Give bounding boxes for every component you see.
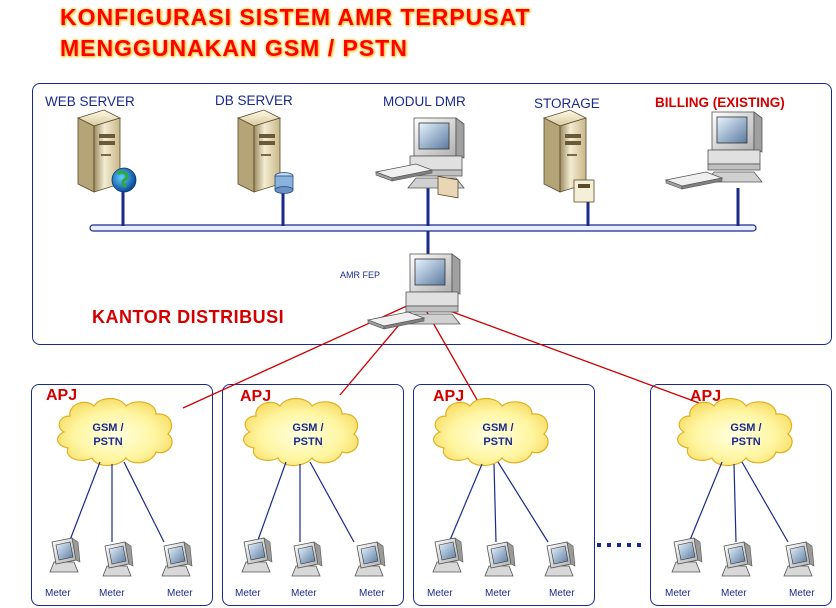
meter-label: Meter	[427, 588, 453, 599]
meter-label: Meter	[235, 588, 261, 599]
apj-1-network	[56, 397, 173, 543]
lan-backbone	[89, 224, 757, 232]
web-server-label: WEB SERVER	[45, 94, 135, 109]
billing-label: BILLING (EXISTING)	[655, 95, 785, 110]
storage-server-icon	[543, 109, 595, 203]
meter-label: Meter	[549, 588, 575, 599]
modul-dmr-workstation-icon	[375, 117, 465, 199]
meter-label: Meter	[789, 588, 815, 599]
office-label: KANTOR DISTRIBUSI	[92, 307, 285, 327]
web-server-icon	[77, 109, 137, 193]
apj-title: APJ	[240, 388, 272, 405]
diagram-title-line-1: KONFIGURASI SISTEM AMR TERPUSAT	[60, 4, 531, 30]
meter-label: Meter	[665, 588, 691, 599]
meter-icon	[241, 537, 273, 573]
apj-2-network	[242, 397, 359, 543]
meter-icon	[49, 537, 81, 573]
amr-fep-workstation-icon	[367, 253, 461, 330]
cloud-label: PSTN	[731, 436, 760, 448]
meter-label: Meter	[291, 588, 317, 599]
meter-icon	[432, 537, 464, 573]
server-drops	[121, 188, 740, 256]
storage-label: STORAGE	[534, 96, 600, 111]
apj-title: APJ	[433, 388, 465, 405]
billing-workstation-icon	[665, 111, 763, 190]
meter-label: Meter	[45, 588, 71, 599]
meter-icon	[291, 541, 323, 577]
modul-dmr-label: MODUL DMR	[383, 94, 466, 109]
apj-title: APJ	[46, 387, 78, 404]
apj-3-network	[432, 397, 549, 543]
cloud-label: GSM /	[92, 422, 123, 434]
apj-4-network	[676, 397, 793, 543]
cloud-label: PSTN	[93, 436, 122, 448]
meter-icon	[354, 541, 386, 577]
meter-label: Meter	[99, 588, 125, 599]
cloud-label: PSTN	[293, 436, 322, 448]
amr-fep-label: AMR FEP	[340, 270, 381, 280]
meter-icon	[721, 541, 753, 577]
more-units-ellipsis	[597, 543, 641, 547]
meter-label: Meter	[721, 588, 747, 599]
meter-icon	[783, 541, 815, 577]
cloud-label: GSM /	[482, 422, 513, 434]
cloud-label: GSM /	[292, 422, 323, 434]
database-server-icon	[237, 109, 294, 194]
diagram-title-line-2: MENGGUNAKAN GSM / PSTN	[60, 35, 408, 61]
meter-icon	[161, 541, 193, 577]
cloud-label: PSTN	[483, 436, 512, 448]
meter-label: Meter	[359, 588, 385, 599]
db-server-label: DB SERVER	[215, 93, 293, 108]
meter-icon	[544, 541, 576, 577]
meter-icon	[102, 541, 134, 577]
meter-label: Meter	[167, 588, 193, 599]
meter-label: Meter	[485, 588, 511, 599]
meter-icon	[484, 541, 516, 577]
meter-icon	[671, 537, 703, 573]
apj-title: APJ	[690, 388, 722, 405]
cloud-label: GSM /	[730, 422, 761, 434]
